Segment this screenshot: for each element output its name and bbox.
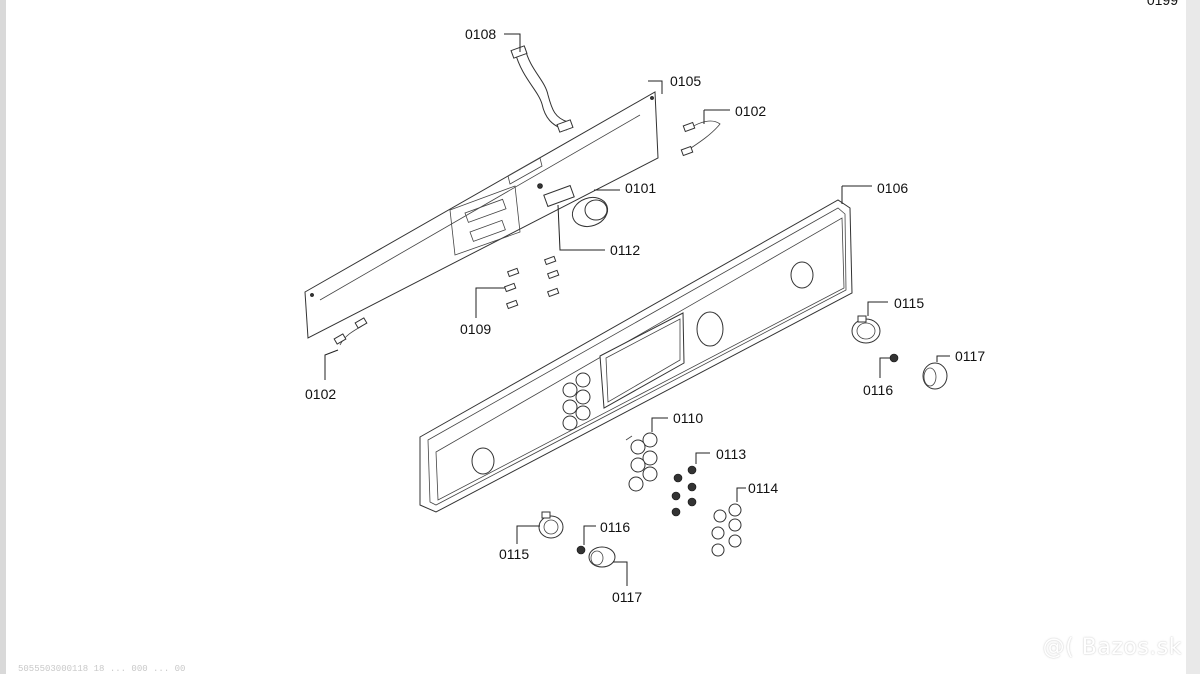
button-caps-part <box>711 503 742 557</box>
cut-off-label: 0199 <box>1146 0 1178 8</box>
knob-cap-left-part <box>588 546 616 568</box>
callout-0101: 0101 <box>625 180 656 196</box>
ribbon-cable-part <box>510 45 574 133</box>
callout-0110: 0110 <box>673 410 703 426</box>
knob-bezel-left-part <box>538 511 564 539</box>
callout-0102-bottom: 0102 <box>305 386 336 402</box>
footer-text: 5055503000118 18 ... 000 ... 00 <box>18 664 186 674</box>
spring-clip-left-part <box>576 545 586 555</box>
callout-0105: 0105 <box>670 73 701 89</box>
spring-clip-right-part <box>889 353 899 363</box>
push-buttons-part <box>625 432 658 492</box>
knob-cap-right-part <box>922 362 948 390</box>
callout-0106: 0106 <box>877 180 908 196</box>
callout-0112: 0112 <box>610 242 640 258</box>
front-panel-part <box>419 199 853 513</box>
callout-0117-right: 0117 <box>955 348 985 364</box>
callout-0114: 0114 <box>748 480 778 496</box>
right-frame-border <box>1186 0 1200 674</box>
callout-0108: 0108 <box>465 26 496 42</box>
nuts-part <box>671 465 697 517</box>
wire-connector-top-part <box>680 120 721 157</box>
callout-0116-left: 0116 <box>600 519 630 535</box>
wire-connector-bottom-part <box>333 317 368 346</box>
left-frame-border <box>0 0 6 674</box>
light-pipes-part <box>503 255 560 310</box>
bazos-watermark: @( Bazos.sk <box>1042 635 1182 660</box>
callout-0115-left: 0115 <box>499 546 529 562</box>
callout-0116-right: 0116 <box>863 382 893 398</box>
knob-bezel-right-part <box>851 315 881 344</box>
callout-0109: 0109 <box>460 321 491 337</box>
control-board-part <box>304 91 659 339</box>
callout-0117-left: 0117 <box>612 589 642 605</box>
encoder-knob-part <box>537 183 609 228</box>
callout-0113: 0113 <box>716 446 746 462</box>
callout-0115-right: 0115 <box>894 295 924 311</box>
callout-labels: 0108 0105 0102 0101 0106 0112 0109 0102 … <box>305 26 985 605</box>
callout-0102-top: 0102 <box>735 103 766 119</box>
leader-lines <box>324 33 950 586</box>
